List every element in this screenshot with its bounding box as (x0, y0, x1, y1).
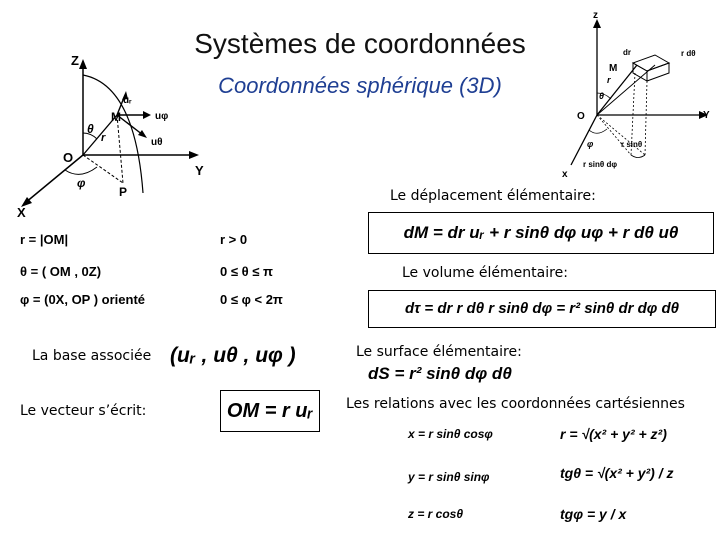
cond-theta: 0 ≤ θ ≤ π (220, 264, 273, 279)
left-u-r-label: uᵣ (123, 95, 132, 106)
left-axis-x-label: X (17, 205, 26, 220)
right-theta-label: θ (599, 91, 604, 101)
right-spherical-figure: z Y x O M dr r dθ r θ φ r sinθ r sinθ dφ (562, 10, 710, 180)
right-axis-z-label: z (593, 10, 598, 21)
left-u-theta-label: uθ (151, 137, 163, 148)
right-r-sin-theta-label: r sinθ (621, 140, 642, 149)
base-formula: (uᵣ , uθ , uφ ) (170, 344, 296, 367)
def-theta: θ = ( OM , 0Z) (20, 264, 102, 279)
right-point-m-label: M (609, 63, 617, 74)
relation-z: z = r cosθ (408, 507, 464, 521)
relation-tg-theta: tgθ = √(x² + y²) / z (560, 465, 674, 481)
right-phi-label: φ (587, 139, 594, 149)
surface-label: Le surface élémentaire: (356, 344, 522, 360)
def-r: r = |OM| (20, 232, 69, 247)
left-phi-label: φ (77, 176, 86, 190)
relation-tg-phi: tgφ = y / x (560, 506, 627, 522)
left-point-m-label: M (111, 110, 121, 124)
relations-label: Les relations avec les coordonnées carté… (346, 396, 685, 412)
page-title: Systèmes de coordonnées (194, 28, 526, 59)
volume-formula: dτ = dr r dθ r sinθ dφ = r² sinθ dr dφ d… (368, 290, 716, 328)
surface-formula: dS = r² sinθ dφ dθ (368, 364, 512, 383)
base-label: La base associée (32, 348, 152, 364)
cond-r: r > 0 (220, 232, 248, 247)
left-spherical-figure: Z Y X O M P θ φ r uᵣ uφ uθ (17, 53, 204, 220)
vector-formula: OM = r uᵣ (220, 390, 320, 432)
left-axis-y-label: Y (195, 163, 204, 178)
page-subtitle: Coordonnées sphérique (3D) (218, 73, 502, 98)
relation-x: x = r sinθ cosφ (408, 427, 493, 441)
left-u-phi-label: uφ (155, 111, 168, 122)
relation-y: y = r sinθ sinφ (408, 470, 490, 484)
left-axis-z-label: Z (71, 53, 79, 68)
right-dr-label: dr (623, 48, 631, 57)
right-origin-label: O (577, 111, 585, 122)
def-phi: φ = (0X, OP ) orienté (20, 292, 146, 307)
cond-phi: 0 ≤ φ < 2π (220, 292, 283, 307)
displacement-formula: dM = dr uᵣ + r sinθ dφ uφ + r dθ uθ (368, 212, 714, 254)
volume-label: Le volume élémentaire: (402, 265, 568, 281)
displacement-label: Le déplacement élémentaire: (390, 188, 596, 204)
left-theta-label: θ (87, 122, 94, 136)
right-r-dtheta-label: r dθ (681, 49, 696, 58)
left-r-label: r (101, 132, 106, 144)
right-axis-x-label: x (562, 169, 568, 180)
right-r-sin-theta-dphi-label: r sinθ dφ (583, 160, 617, 169)
right-axis-y-label: Y (703, 110, 710, 121)
vector-label: Le vecteur s’écrit: (20, 403, 147, 419)
left-point-p-label: P (119, 185, 127, 199)
right-r-label: r (607, 75, 611, 85)
left-origin-label: O (63, 150, 73, 165)
relation-r: r = √(x² + y² + z²) (560, 426, 667, 442)
